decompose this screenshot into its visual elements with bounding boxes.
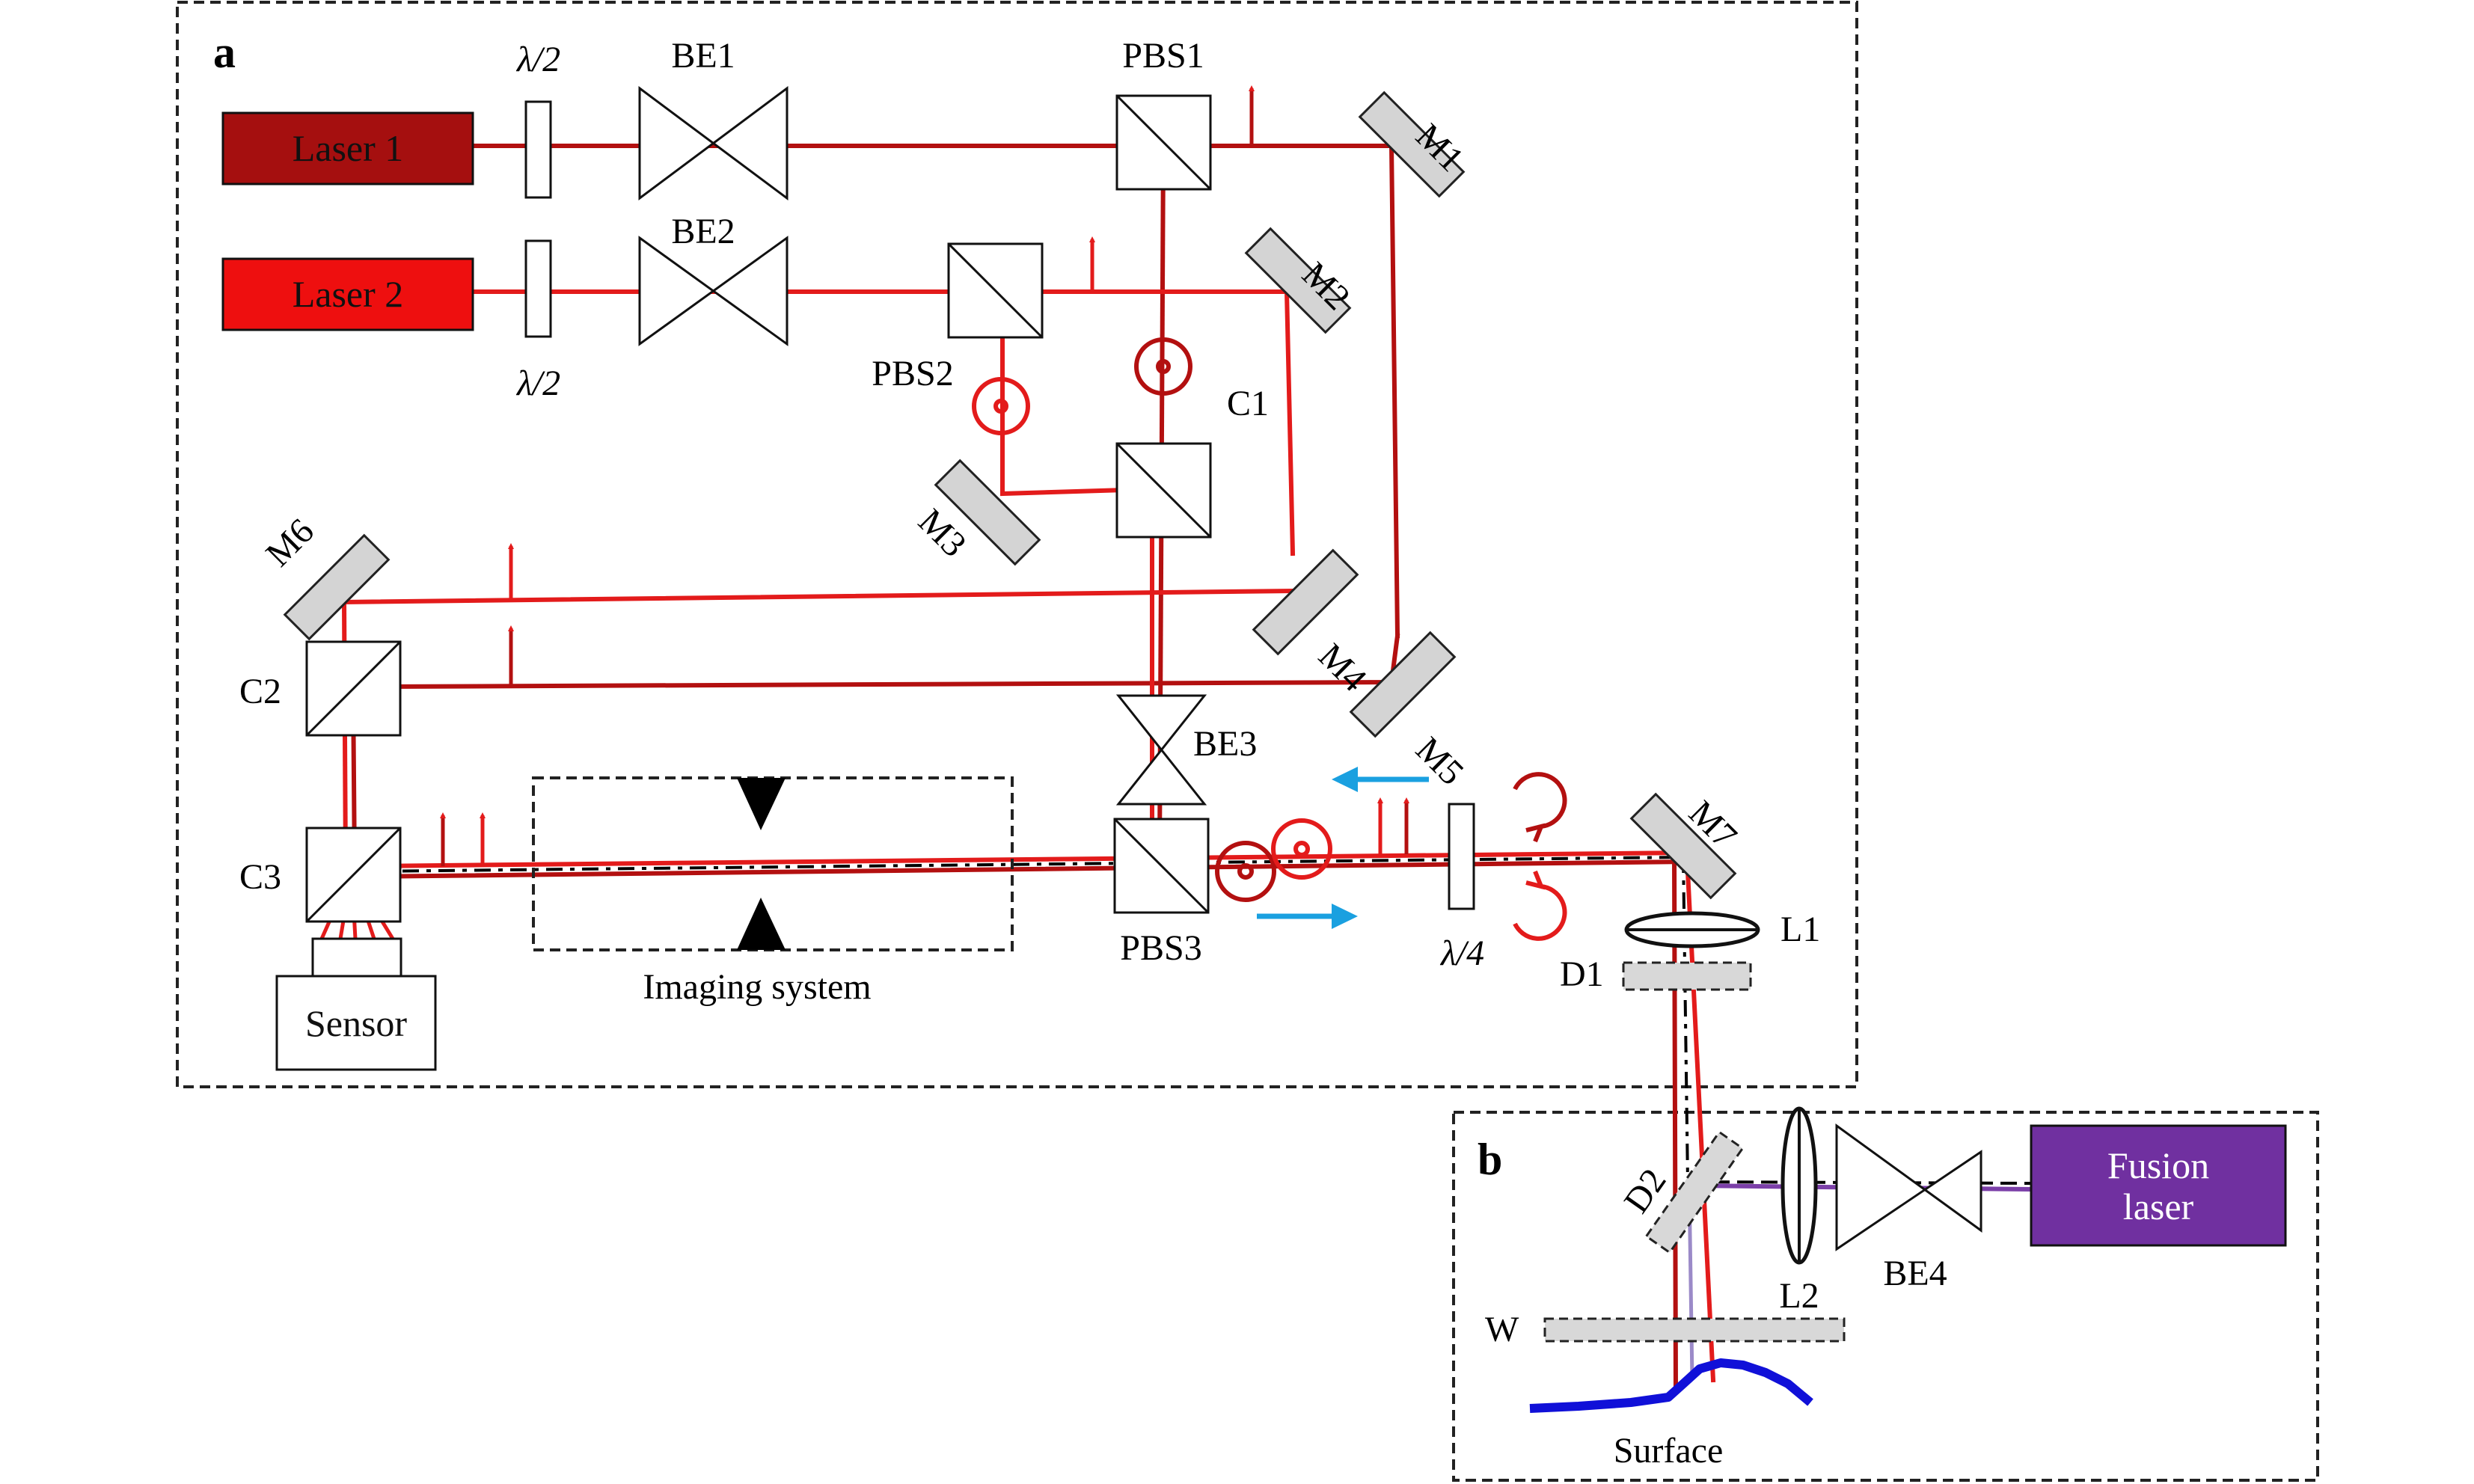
pbs2-cube — [947, 242, 1044, 339]
mirror-m4 — [1252, 548, 1359, 656]
mirror-m2 — [1244, 227, 1352, 334]
pbs2-label: PBS2 — [872, 354, 953, 393]
rotation-arrows — [1513, 772, 1567, 941]
pbs1-cube — [1115, 94, 1212, 191]
polarization-circles — [972, 337, 1332, 902]
c3-cube — [305, 827, 402, 923]
d1-element — [1622, 961, 1752, 991]
fusion-laser-box — [2030, 1124, 2287, 1247]
half-wave-plate-1 — [524, 100, 552, 199]
imaging-system-label: Imaging system — [643, 967, 871, 1007]
sensor-head — [311, 937, 402, 978]
mirror-m7 — [1629, 792, 1737, 900]
half-wave-plate-1-label: λ/2 — [515, 40, 560, 79]
beam-pbs2-m3 — [1000, 289, 1129, 497]
pbs1-label: PBS1 — [1122, 36, 1204, 76]
beam-m7-axis — [1682, 856, 1689, 1183]
half-wave-plate-2 — [524, 239, 552, 338]
c2-cube — [305, 640, 402, 737]
c3-label: C3 — [239, 857, 281, 897]
c1-cube — [1115, 442, 1212, 539]
panel-a-frame — [176, 1, 1858, 1088]
direction-arrows-blue — [1257, 767, 1429, 929]
panel-a-label: a — [213, 28, 236, 77]
mirror-m3 — [934, 459, 1041, 566]
beam-axis-dashed — [366, 856, 1688, 873]
d2-element — [1644, 1130, 1745, 1254]
mirror-m5 — [1349, 631, 1457, 738]
l2-label: L2 — [1779, 1276, 1819, 1316]
quarter-wave-plate — [1448, 803, 1475, 910]
laser-2-label: Laser 2 — [293, 273, 404, 315]
beam-expander-2 — [638, 236, 789, 346]
c1-label: C1 — [1227, 384, 1269, 423]
panel-b-label: b — [1478, 1135, 1502, 1184]
beam-expander-4 — [1835, 1123, 1982, 1251]
laser-2-box — [221, 257, 474, 331]
beam-laser1-to-m5 — [338, 633, 1400, 689]
laser-1-label: Laser 1 — [293, 127, 404, 169]
polarization-arrows — [440, 85, 1409, 866]
fusion-laser-label-line2: laser — [2123, 1186, 2194, 1227]
w-label: W — [1485, 1310, 1519, 1349]
imaging-aperture-bottom — [737, 898, 786, 950]
fusion-laser-label-line1: Fusion — [2107, 1144, 2209, 1186]
laser-1-box — [221, 111, 474, 186]
beam-expander-3 — [1115, 694, 1207, 806]
surface-profile — [1529, 1358, 1813, 1413]
surface-label: Surface — [1614, 1431, 1724, 1471]
be4-label: BE4 — [1883, 1254, 1947, 1293]
imaging-aperture-top — [737, 778, 786, 830]
half-wave-plate-2-label: λ/2 — [515, 364, 560, 403]
panel-b-frame — [1452, 1111, 2319, 1482]
be3-label: BE3 — [1193, 724, 1257, 764]
c2-label: C2 — [239, 672, 281, 711]
sensor-body — [275, 975, 437, 1071]
l1-label: L1 — [1781, 910, 1820, 949]
be1-label: BE1 — [671, 36, 735, 76]
sensor-label: Sensor — [305, 1002, 407, 1044]
mirror-m1 — [1358, 91, 1466, 198]
pbs3-label: PBS3 — [1120, 928, 1201, 968]
pbs3-cube — [1113, 818, 1210, 914]
m5-label: M5 — [1408, 729, 1472, 793]
d1-label: D1 — [1560, 954, 1604, 994]
quarter-wave-label: λ/4 — [1439, 933, 1484, 973]
be2-label: BE2 — [671, 212, 735, 251]
m4-label: M4 — [1311, 636, 1374, 699]
mirror-m6 — [283, 533, 391, 641]
beam-m4-to-m6 — [341, 588, 1296, 605]
beam-expander-1 — [638, 86, 789, 200]
m6-label: M6 — [258, 511, 322, 574]
window-w — [1543, 1317, 1846, 1343]
